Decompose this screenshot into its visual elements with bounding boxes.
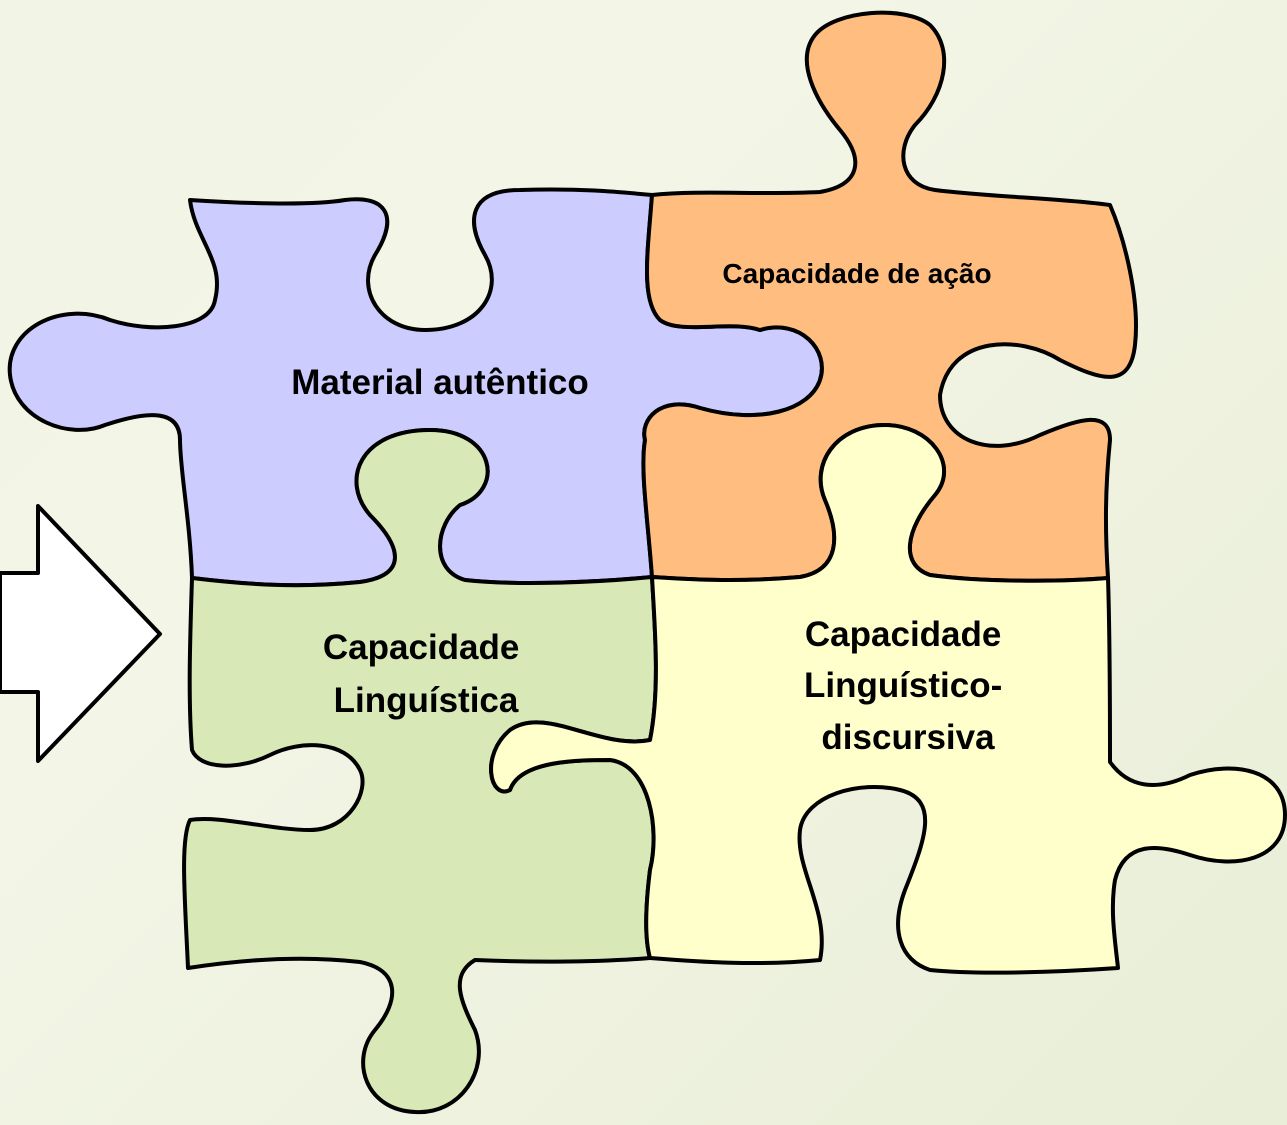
label-line: Capacidade (805, 615, 1001, 654)
label-line: Capacidade (323, 628, 519, 667)
puzzle-piece-capacidade-linguistico-discursiva (489, 423, 1287, 975)
label-capacidade-linguistica: Capacidade Linguística (323, 628, 529, 720)
label-line: Linguístico- (804, 666, 1002, 705)
label-line: Linguística (334, 681, 519, 720)
label-line: discursiva (821, 718, 995, 757)
label-capacidade-linguistico-discursiva: Capacidade Linguístico- discursiva (804, 615, 1012, 757)
arrow-right-icon (0, 504, 162, 763)
label-capacidade-de-acao: Capacidade de ação (722, 258, 991, 289)
label-material-autentico: Material autêntico (291, 363, 589, 402)
puzzle-piece-capacidade-de-acao (641, 10, 1138, 583)
